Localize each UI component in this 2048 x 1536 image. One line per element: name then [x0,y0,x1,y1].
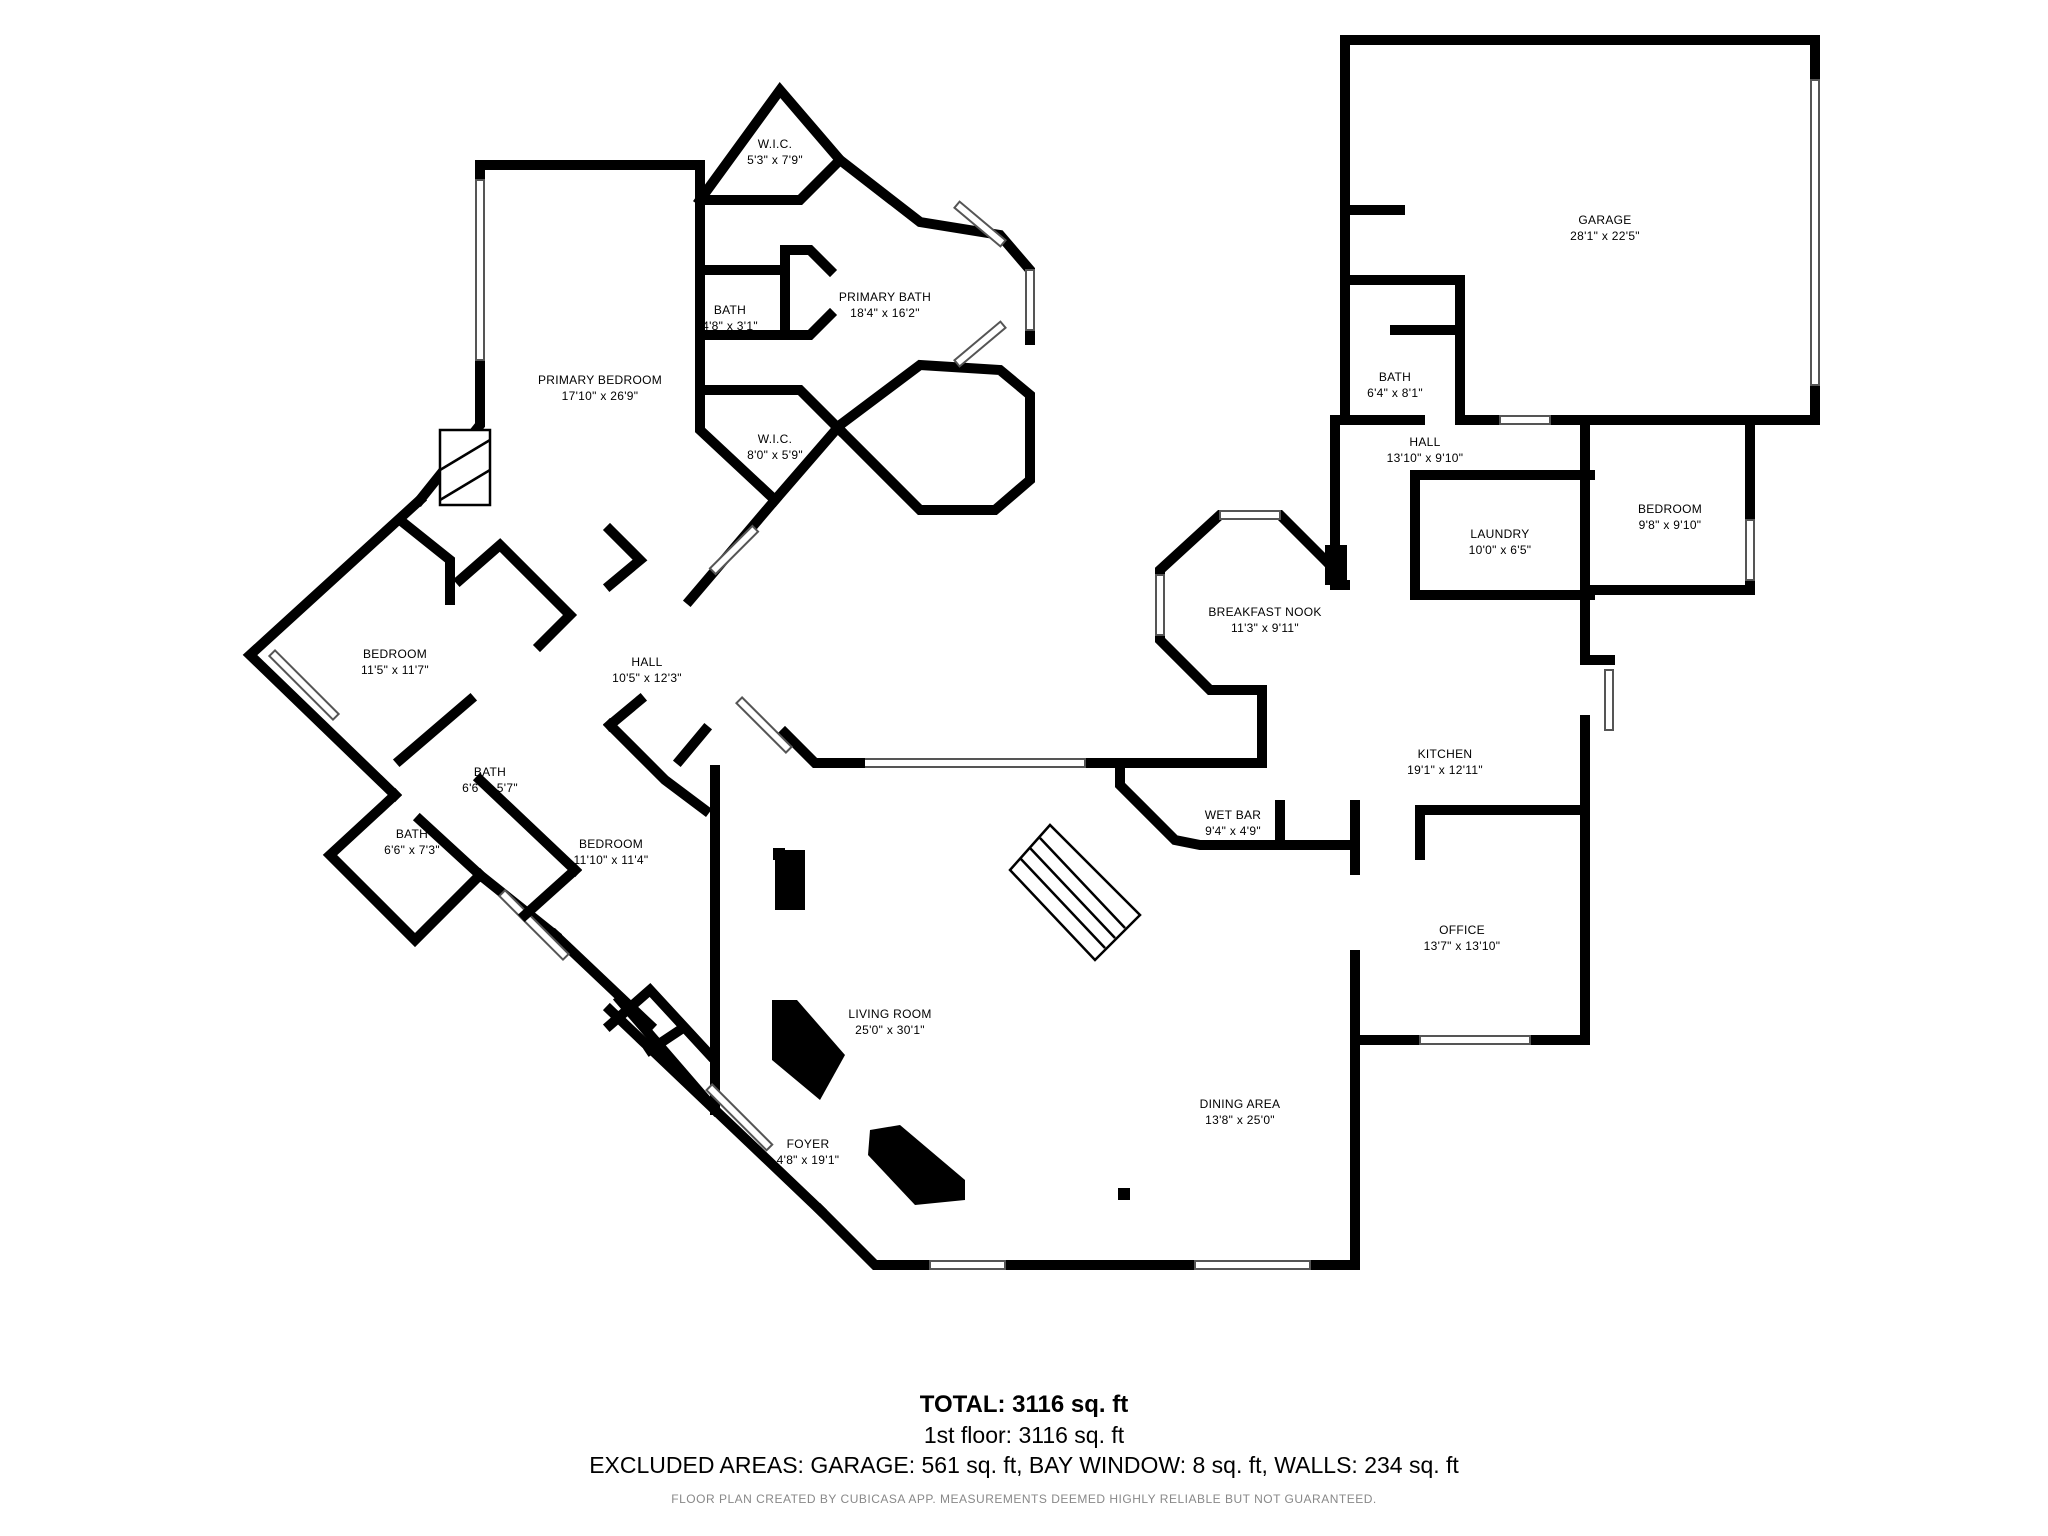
room-dimensions: 9'8" x 9'10" [1638,518,1702,532]
floor-area: 1st floor: 3116 sq. ft [923,1422,1125,1448]
room-dimensions: 28'1" x 22'5" [1570,229,1640,243]
room-name: BEDROOM [578,837,644,851]
room-name: PRIMARY BATH [838,290,932,304]
room-name: BEDROOM [1637,502,1703,516]
room-name: FOYER [786,1137,830,1151]
primary-suite-walls [682,81,1035,608]
room-dimensions: 11'10" x 11'4" [573,853,649,867]
breakfast-nook-walls [1155,510,1333,765]
room-label-breakfast-nook: BREAKFAST NOOK 11'3" x 9'11" [1208,604,1321,636]
room-name: W.I.C. [757,432,793,446]
east-wing-walls [1325,275,1755,600]
room-label-laundry: LAUNDRY 10'0" x 6'5" [1469,526,1532,558]
fireplace [1008,823,1142,962]
room-label-hall-east: HALL 13'10" x 9'10" [1387,434,1464,466]
room-dimensions: 11'5" x 11'7" [361,663,429,677]
west-wing-walls [242,160,793,1063]
room-label-living-room: LIVING ROOM 25'0" x 30'1" [848,1006,931,1038]
room-name: GARAGE [1578,213,1632,227]
room-dimensions: 4'8" x 19'1" [776,1153,840,1167]
room-dimensions: 25'0" x 30'1" [855,1023,925,1037]
kitchen-walls [1115,590,1615,1270]
room-label-wic-top: W.I.C. 5'3" x 7'9" [747,136,803,168]
room-label-bedroom-west: BEDROOM 11'5" x 11'7" [361,646,429,678]
room-label-garage: GARAGE 28'1" x 22'5" [1570,212,1640,244]
room-label-wet-bar: WET BAR 9'4" x 4'9" [1205,807,1262,839]
foyer-walls [602,1002,828,1218]
room-dimensions: 11'3" x 9'11" [1231,621,1299,635]
room-name: OFFICE [1439,923,1485,937]
room-dimensions: 18'4" x 16'2" [850,306,920,320]
room-dimensions: 10'5" x 12'3" [612,671,682,685]
room-label-foyer: FOYER 4'8" x 19'1" [777,1136,840,1168]
room-label-bath-small: BATH 4'8" x 3'1" [702,302,758,334]
area-summary: TOTAL: 3116 sq. ft 1st floor: 3116 sq. f… [0,1390,2048,1506]
room-dimensions: 17'10" x 26'9" [561,389,639,403]
total-area: TOTAL: 3116 sq. ft [919,1391,1129,1418]
room-name: HALL [631,655,663,669]
room-name: WET BAR [1204,808,1262,822]
room-name: BATH [1378,370,1412,384]
room-dimensions: 5'3" x 7'9" [747,153,803,167]
room-dimensions: 13'7" x 13'10" [1423,939,1501,953]
room-name: BATH [395,827,429,841]
room-name: BREAKFAST NOOK [1208,605,1322,619]
room-name: BATH [473,765,507,779]
room-dimensions: 6'6" x 5'7" [462,781,518,795]
room-dimensions: 10'0" x 6'5" [1468,543,1532,557]
room-dimensions: 19'1" x 12'11" [1407,763,1483,777]
room-label-primary-bedroom: PRIMARY BEDROOM 17'10" x 26'9" [538,372,662,404]
room-name: HALL [1409,435,1441,449]
room-label-bedroom-east: BEDROOM 9'8" x 9'10" [1638,501,1702,533]
room-name: KITCHEN [1417,747,1473,761]
room-dimensions: 6'4" x 8'1" [1367,386,1423,400]
room-label-wic-bottom: W.I.C. 8'0" x 5'9" [747,431,803,463]
room-name: BATH [713,303,747,317]
room-label-kitchen: KITCHEN 19'1" x 12'11" [1407,746,1483,778]
room-name: BEDROOM [362,647,428,661]
room-dimensions: 6'6" x 7'3" [384,843,440,857]
room-label-dining-area: DINING AREA 13'8" x 25'0" [1200,1096,1281,1128]
room-name: LAUNDRY [1470,527,1530,541]
room-dimensions: 4'8" x 3'1" [702,319,758,333]
disclaimer: FLOOR PLAN CREATED BY CUBICASA APP. MEAS… [671,1492,1377,1506]
room-label-primary-bath: PRIMARY BATH 18'4" x 16'2" [839,289,931,321]
room-label-bath-west-1: BATH 6'6" x 5'7" [462,764,518,796]
room-name: DINING AREA [1199,1097,1281,1111]
room-dimensions: 9'4" x 4'9" [1205,824,1261,838]
room-label-bedroom-south: BEDROOM 11'10" x 11'4" [574,836,649,868]
room-label-bath-west-2: BATH 6'6" x 7'3" [384,826,440,858]
room-label-bath-garage: BATH 6'4" x 8'1" [1367,369,1423,401]
room-name: W.I.C. [757,137,793,151]
room-dimensions: 13'10" x 9'10" [1386,451,1464,465]
room-name: LIVING ROOM [848,1007,932,1021]
room-label-hall-west: HALL 10'5" x 12'3" [612,654,682,686]
room-dimensions: 13'8" x 25'0" [1205,1113,1275,1127]
room-label-office: OFFICE 13'7" x 13'10" [1424,922,1501,954]
room-name: PRIMARY BEDROOM [537,373,663,387]
excluded-areas: EXCLUDED AREAS: GARAGE: 561 sq. ft, BAY … [589,1452,1459,1478]
room-dimensions: 8'0" x 5'9" [747,448,803,462]
